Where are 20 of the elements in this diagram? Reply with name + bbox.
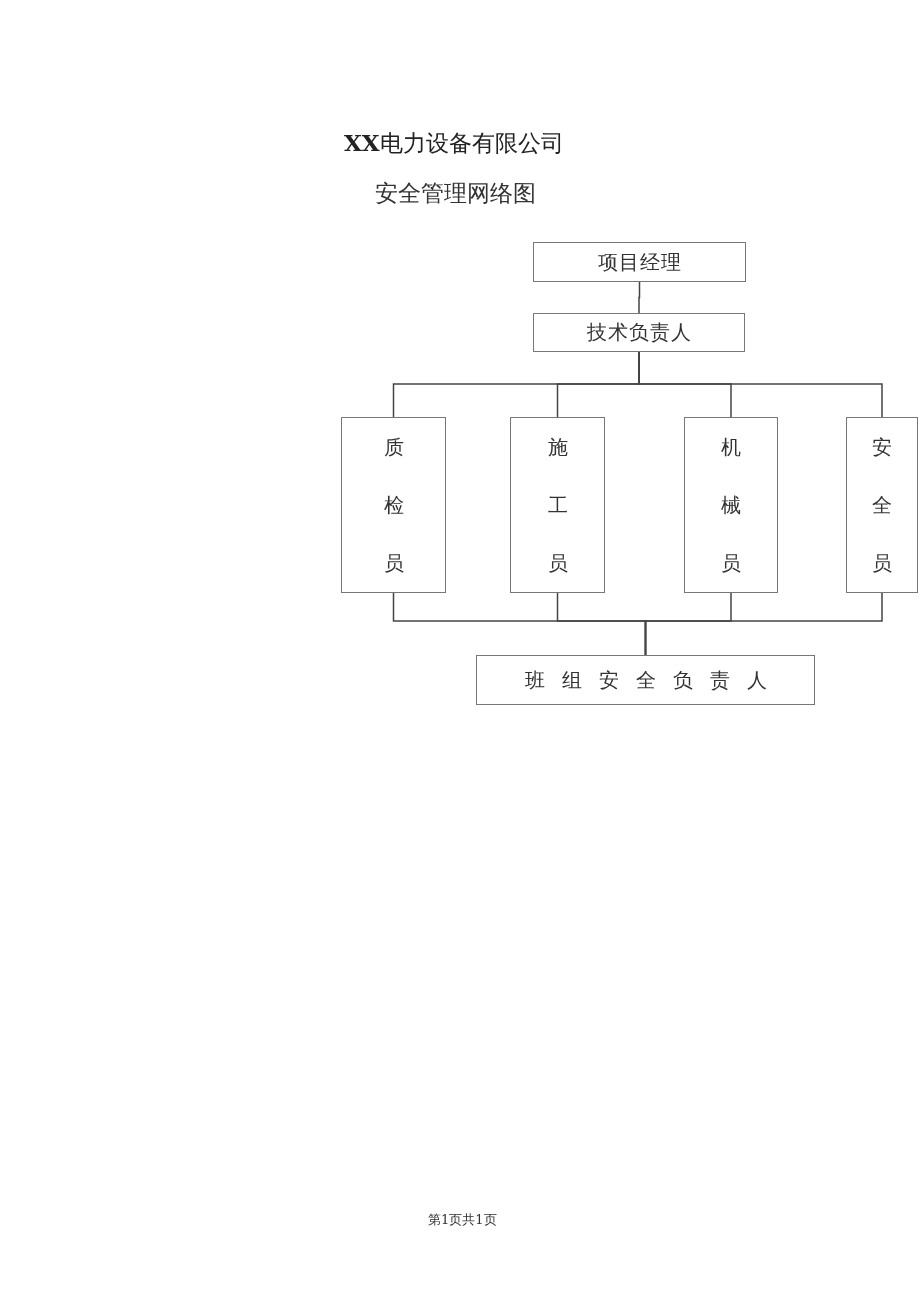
role-box [476, 655, 815, 705]
role-name: 班组安全负责人 [524, 666, 784, 694]
company-title: XX电力设备有限公司 [344, 128, 564, 158]
chart-title: 安全管理网络图 [375, 179, 536, 208]
role-name: 质检员 [383, 434, 404, 577]
connector-line [638, 281, 641, 314]
role-name: 项目经理 [597, 248, 682, 276]
role-name: 安全员 [872, 434, 892, 577]
role-box [533, 313, 745, 352]
role-box [533, 242, 746, 282]
role-box [510, 417, 605, 593]
page-number: 第1页共1页 [428, 1211, 497, 1229]
role-box [341, 417, 446, 593]
connector-line [644, 592, 883, 656]
role-box [846, 417, 918, 593]
role-name: 机械员 [721, 434, 741, 577]
role-box [684, 417, 778, 593]
role-name: 施工员 [547, 434, 568, 577]
connector-line [638, 351, 883, 418]
role-name: 技术负责人 [586, 319, 692, 346]
